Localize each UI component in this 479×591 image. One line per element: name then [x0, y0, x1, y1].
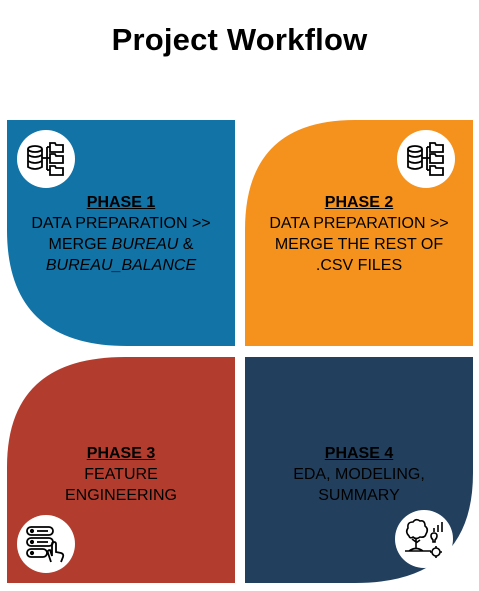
phase-3-line-1: FEATURE — [84, 466, 158, 483]
phase-1-text: PHASE 1 DATA PREPARATION >> MERGE BUREAU… — [7, 192, 235, 276]
database-folders-icon — [407, 142, 444, 176]
tree-lightbulb-chart-icon — [405, 518, 443, 558]
page-title: Project Workflow — [111, 22, 368, 57]
phase-2-label: PHASE 2 — [324, 194, 394, 211]
phase-4-line-1: EDA, MODELING, — [293, 466, 425, 483]
phase-1-icon — [17, 130, 75, 188]
phase-3-text: PHASE 3 FEATURE ENGINEERING — [7, 443, 235, 506]
phase-2-icon — [397, 130, 455, 188]
phase-2-line-2: MERGE THE REST OF — [274, 236, 444, 253]
database-folders-icon — [27, 142, 64, 176]
phase-1-line-2: MERGE BUREAU & — [48, 236, 194, 253]
phase-3-line-2: ENGINEERING — [64, 487, 177, 504]
phase-2-line-3: .CSV FILES — [315, 257, 403, 274]
phase-3-icon — [17, 515, 75, 573]
server-hand-click-icon — [26, 526, 65, 563]
phase-2-text: PHASE 2 DATA PREPARATION >> MERGE THE RE… — [245, 192, 473, 276]
phase-4-text: PHASE 4 EDA, MODELING, SUMMARY — [245, 443, 473, 506]
phase-1-line-1: DATA PREPARATION >> — [31, 215, 211, 232]
phase-2-line-1: DATA PREPARATION >> — [269, 215, 449, 232]
phase-1-line-3: BUREAU_BALANCE — [45, 257, 197, 274]
phase-4-icon — [395, 510, 453, 568]
phase-3-label: PHASE 3 — [86, 445, 156, 462]
phase-4-label: PHASE 4 — [324, 445, 394, 462]
phase-1-label: PHASE 1 — [86, 194, 156, 211]
phase-4-line-2: SUMMARY — [318, 487, 400, 504]
